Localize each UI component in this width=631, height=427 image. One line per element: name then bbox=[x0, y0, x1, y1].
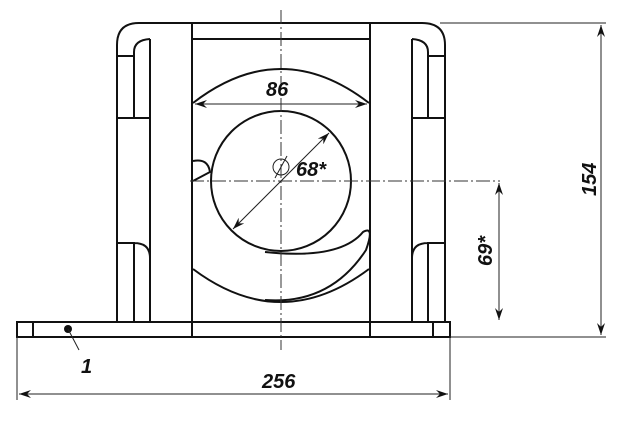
callout-label: 1 bbox=[81, 356, 92, 378]
dim-width-total: 256 bbox=[261, 371, 296, 393]
base-plate bbox=[16, 321, 451, 338]
dim-height-total: 154 bbox=[579, 163, 601, 196]
dimension-lines bbox=[16, 22, 606, 400]
bore-circle bbox=[210, 110, 371, 302]
dim-opening-width: 86 bbox=[266, 79, 289, 101]
dim-bore-diameter: 68* bbox=[296, 159, 327, 181]
dim-center-height: 69* bbox=[475, 235, 497, 266]
housing-body bbox=[116, 22, 446, 337]
callout-1: 1 bbox=[64, 325, 92, 378]
centerlines bbox=[190, 10, 500, 350]
